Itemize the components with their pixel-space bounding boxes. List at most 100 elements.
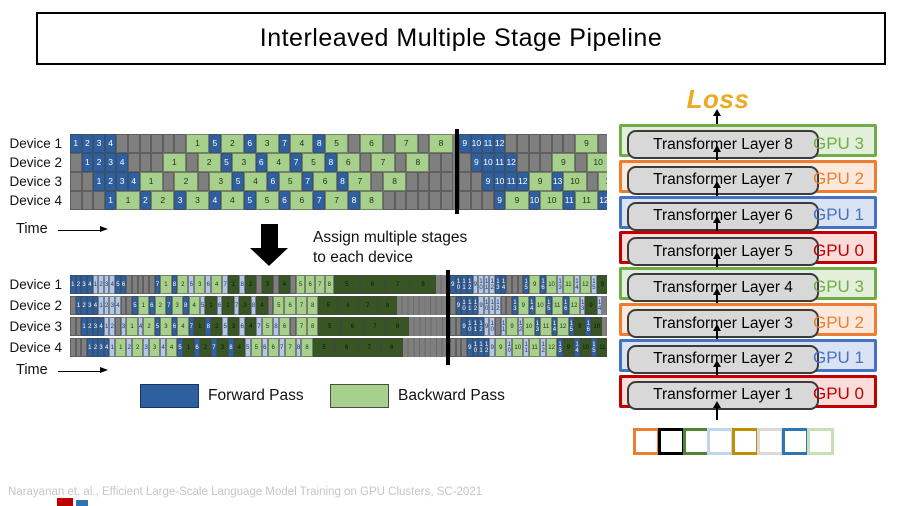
up-arrow-icon — [713, 109, 720, 124]
pipeline-cell: 1 — [81, 317, 87, 336]
stage-square — [707, 428, 735, 455]
pipeline-cell: 3 — [174, 191, 186, 210]
pipeline-cell — [459, 153, 471, 172]
idle-filler — [452, 191, 455, 210]
pipeline-cell: 4 — [177, 317, 189, 336]
pipeline-cell — [441, 191, 453, 210]
pipeline-cell: 14 — [551, 317, 558, 336]
pipeline-cell: 7 — [154, 275, 161, 294]
pipeline-cell: 9 — [489, 338, 496, 357]
idle-filler — [435, 275, 446, 294]
pipeline-cell — [81, 191, 94, 210]
pipeline-cell: 1 — [81, 153, 94, 172]
pipeline-cell: 8 — [386, 317, 409, 336]
pipeline-cell: 5 — [115, 275, 121, 294]
pipeline-cell: 12 — [557, 317, 569, 336]
pipeline-cell: 5 — [243, 191, 256, 210]
pipeline-cell: 3 — [228, 317, 240, 336]
pipeline-cell: 2 — [211, 317, 223, 336]
pipeline-cell: 3 — [255, 134, 279, 153]
pipeline-cell — [116, 134, 128, 153]
pipeline-cell: 11 — [489, 296, 496, 315]
pipeline-cell — [383, 191, 395, 210]
pipeline-cell: 3 — [81, 275, 87, 294]
pipeline-cell: 4 — [127, 172, 140, 191]
pipeline-cell: 7 — [314, 275, 325, 294]
pipeline-cell: 8 — [182, 296, 189, 315]
pipeline-cell: 1 — [137, 296, 149, 315]
pipeline-cell — [81, 172, 94, 191]
forward-pass-swatch — [140, 384, 199, 408]
pipeline-cell: 2 — [104, 172, 117, 191]
pipeline-cell: 10 — [528, 191, 541, 210]
pipeline-cell: 7 — [278, 134, 291, 153]
pipeline-cell: 3 — [104, 153, 117, 172]
pipeline-cell: 16 — [540, 275, 546, 294]
pipeline-cell: 11 — [461, 275, 467, 294]
pipeline-cell: 14 — [574, 275, 580, 294]
stage-square — [732, 428, 760, 455]
pipeline-cell — [70, 172, 82, 191]
pipeline-cell — [394, 191, 407, 210]
pipeline-cell — [429, 191, 441, 210]
pipeline-cell: 9 — [482, 172, 494, 191]
pipeline-cell: 14 — [500, 275, 507, 294]
pipeline-cell — [506, 275, 513, 294]
up-arrow-icon — [713, 401, 720, 421]
pipeline-cell: 10 — [512, 338, 524, 357]
pipeline-cell: 11 — [482, 134, 494, 153]
pipeline-cell: 5 — [244, 338, 251, 357]
pipeline-cell: 16 — [585, 317, 592, 336]
pipeline-cell — [516, 153, 529, 172]
pipeline-cell: 1 — [185, 134, 210, 153]
pipeline-cell — [383, 134, 395, 153]
pipeline-cell: 1 — [109, 338, 116, 357]
pipeline-cell — [70, 296, 76, 315]
pipeline-cell: 9 — [574, 134, 599, 153]
pipeline-cell — [348, 134, 360, 153]
pipeline-cell: 9 — [455, 296, 462, 315]
pipeline-cell: 4 — [104, 134, 117, 153]
pipeline-cell: 5 — [209, 134, 221, 153]
pipeline-cell — [586, 172, 599, 191]
pipeline-cell: 8 — [324, 275, 335, 294]
pipeline-cell: 1 — [139, 172, 163, 191]
pipeline-cell — [450, 296, 456, 315]
pipeline-cell: 9 — [517, 296, 529, 315]
pipeline-cell: 2 — [132, 338, 144, 357]
pipeline-cell — [290, 317, 296, 336]
pipeline-cell — [470, 172, 483, 191]
pipeline-cell: 3 — [120, 317, 127, 336]
pipeline-cell: 6 — [284, 296, 296, 315]
pipeline-cell: 2 — [143, 317, 155, 336]
pipeline-cell: 4 — [116, 153, 128, 172]
pipeline-cell: 6 — [335, 338, 358, 357]
pipeline-cell: 6 — [278, 317, 291, 336]
pipeline-cell: 1 — [194, 317, 206, 336]
pipeline-cell: 8 — [377, 296, 398, 315]
up-arrow-icon — [713, 216, 720, 232]
pipeline-cell: 2 — [154, 296, 166, 315]
pipeline-cell — [290, 275, 296, 294]
pipeline-cell: 2 — [199, 338, 212, 357]
gpu-label: GPU 2 — [812, 169, 864, 189]
pipeline-cell: 16 — [562, 296, 569, 315]
pipeline-cell — [417, 191, 430, 210]
pipeline-cell: 4 — [267, 153, 291, 172]
pipeline-cell: 8 — [348, 191, 360, 210]
pipeline-cell: 8 — [239, 275, 245, 294]
pipeline-cell — [461, 338, 467, 357]
time-label: Time — [16, 221, 48, 237]
pipeline-cell — [495, 317, 501, 336]
pipeline-cell: 13 — [534, 317, 541, 336]
pipeline-cell: 13 — [557, 338, 563, 357]
pipeline-cell: 9 — [459, 134, 471, 153]
pipeline-cell: 10 — [478, 275, 484, 294]
pipeline-cell: 5 — [220, 153, 233, 172]
pipeline-cell — [455, 338, 462, 357]
up-arrow-icon — [713, 359, 720, 375]
pipeline-cell — [371, 172, 384, 191]
